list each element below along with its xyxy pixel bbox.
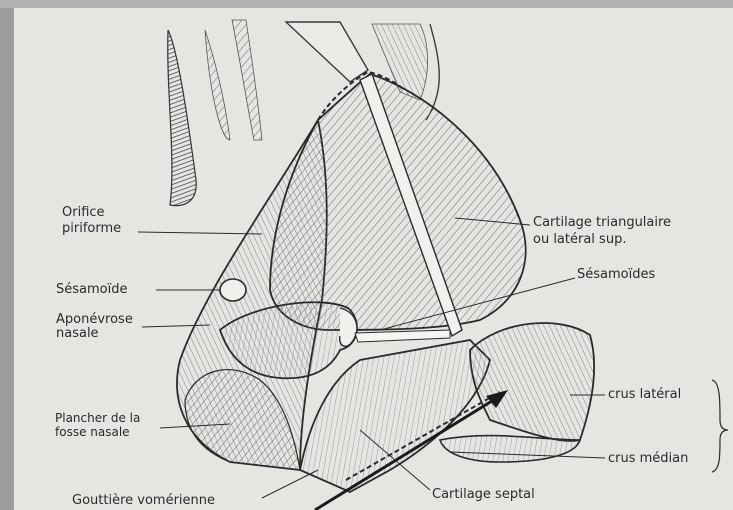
label-sesamoide: Sésamoïde [56,283,127,296]
label-aponevrose: Aponévrose [56,313,133,326]
label-sesamoides: Sésamoïdes [577,268,655,281]
sesamoid-oval [220,279,246,301]
label-lateral-sup: ou latéral sup. [533,233,626,246]
label-plancher: Plancher de la [55,412,140,424]
top-edge-shadow [0,0,733,8]
label-fosse-nasale: fosse nasale [55,426,130,438]
label-cartilage-septal: Cartilage septal [432,488,535,501]
label-gouttiere-vomerienne: Gouttière vomérienne [72,494,215,507]
label-cartilage-triangulaire: Cartilage triangulaire [533,216,671,229]
label-piriforme: piriforme [62,222,121,235]
label-crus-median: crus médian [608,452,688,465]
label-orifice: Orifice [62,206,105,219]
label-nasale: nasale [56,327,99,340]
label-crus-lateral: crus latéral [608,388,681,401]
left-edge-shadow [0,0,14,510]
